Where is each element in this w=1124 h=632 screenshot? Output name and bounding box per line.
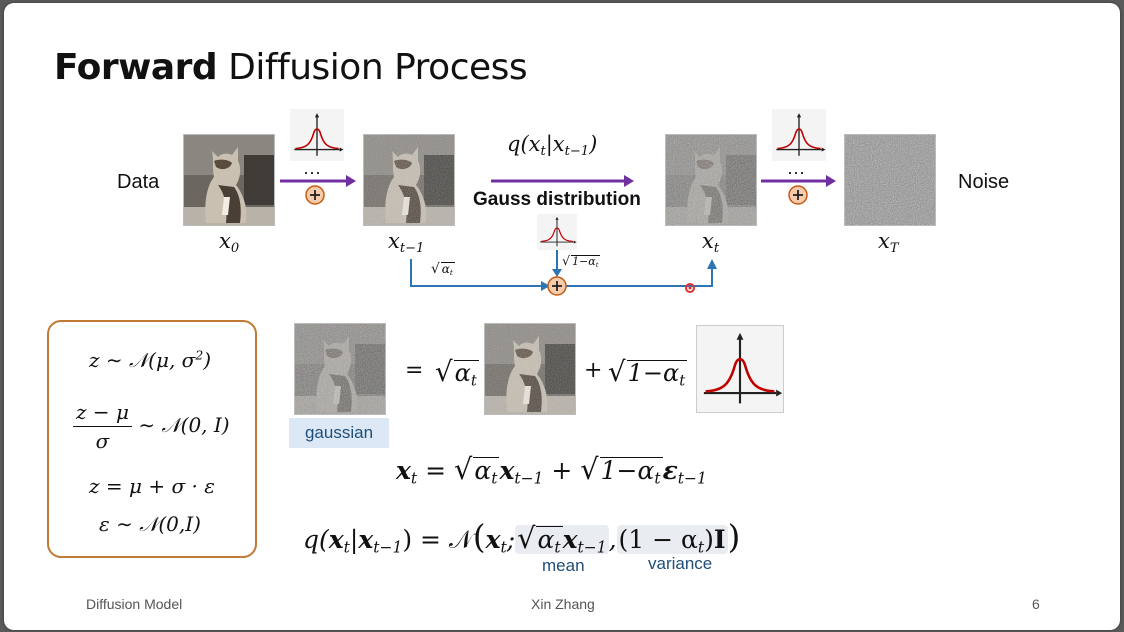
plus-circle-icon bbox=[305, 185, 325, 205]
arrow-head-2 bbox=[624, 175, 634, 187]
mean-highlight: √αtxt−1 bbox=[515, 521, 609, 557]
sqrt-one-minus-alpha-small: √1−αt bbox=[562, 253, 601, 270]
sqrt-one-minus-alpha: √1−αt bbox=[608, 355, 688, 390]
footer-center: Xin Zhang bbox=[531, 596, 595, 612]
title-bold: Forward bbox=[54, 47, 218, 88]
variance-label: variance bbox=[648, 554, 713, 573]
slide: Forward Diffusion Process Data Noise bbox=[4, 3, 1120, 630]
blue-arrow-head-up bbox=[707, 259, 717, 269]
arrows-svg bbox=[280, 175, 836, 296]
noisy-image-xt bbox=[665, 134, 757, 226]
page-number: 6 bbox=[1032, 596, 1040, 612]
noisy-image-lhs bbox=[294, 323, 386, 415]
label-xt-minus-1: xt−1 bbox=[388, 229, 425, 256]
noise-label: Noise bbox=[958, 171, 1010, 193]
diagram-arrows bbox=[4, 3, 1120, 303]
box-line-3: z = μ + σ · ε bbox=[89, 474, 215, 498]
title-rest: Diffusion Process bbox=[217, 47, 528, 88]
box-line-4: ε ∼ 𝒩(0,I) bbox=[99, 512, 201, 536]
label-xt: xt bbox=[702, 229, 720, 256]
variance-highlight: (1 − αt)I bbox=[616, 525, 728, 557]
label-x0: x0 bbox=[219, 229, 240, 256]
mean-label: mean bbox=[542, 556, 585, 575]
footer-left: Diffusion Model bbox=[86, 596, 183, 612]
gaussian-bell-icon bbox=[289, 108, 345, 162]
blue-arrow-head-down bbox=[552, 269, 562, 277]
cursor-dot bbox=[685, 283, 695, 293]
sqrt-alpha-small: √αt bbox=[431, 261, 455, 278]
plus-circle-icon bbox=[788, 185, 808, 205]
sqrt-alpha: √αt bbox=[435, 355, 479, 390]
gaussian-bell-icon bbox=[536, 213, 578, 251]
gaussian-bell-icon bbox=[771, 108, 827, 162]
noise-image-xT bbox=[844, 134, 936, 226]
gaussian-bell-icon bbox=[695, 324, 785, 414]
arrow-head-1 bbox=[346, 175, 356, 187]
label-xT: xT bbox=[878, 229, 899, 256]
cat-image-xt-minus-1 bbox=[363, 134, 455, 226]
equation-1: xt = √αtxt−1 + √1−αtεt−1 bbox=[396, 452, 707, 488]
box-line-1: z ∼ 𝒩(μ, σ2) bbox=[89, 347, 212, 372]
slide-title: Forward Diffusion Process bbox=[54, 47, 528, 88]
plus-sign: + bbox=[584, 358, 603, 383]
data-label: Data bbox=[117, 171, 160, 193]
cat-image-rhs bbox=[484, 323, 576, 415]
gauss-distribution-label: Gauss distribution bbox=[473, 189, 641, 210]
gaussian-tag: gaussian bbox=[289, 418, 389, 448]
arrow-head-3 bbox=[826, 175, 836, 187]
equals-sign: = bbox=[405, 358, 424, 383]
q-transition-label: q(xt|xt−1) bbox=[507, 132, 598, 159]
dots-right: ··· bbox=[787, 162, 805, 182]
cat-image-x0 bbox=[183, 134, 275, 226]
equation-2: q(xt|xt−1) = 𝒩(xt;√αtxt−1,(1 − αt)I) bbox=[303, 518, 741, 557]
blue-arrow-head-right bbox=[541, 281, 550, 291]
dots-left: ··· bbox=[303, 162, 321, 182]
plus-circle-icon bbox=[547, 276, 567, 296]
